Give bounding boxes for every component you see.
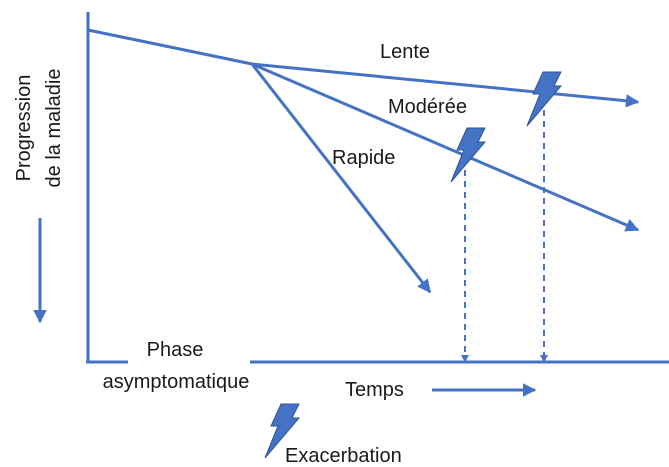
moderate-trajectory-label: Modérée — [388, 96, 467, 118]
phase-label-line1: Phase — [147, 339, 204, 361]
rapid-trajectory-arrow — [250, 63, 432, 294]
slow-trajectory-label: Lente — [380, 41, 430, 63]
moderate-trajectory-arrow — [251, 62, 640, 232]
lightning-bolt-icon — [526, 71, 563, 127]
slow-trajectory-arrow — [251, 62, 640, 108]
initial-decline-line — [87, 28, 253, 66]
exacerbation-legend-label: Exacerbation — [285, 445, 402, 467]
y-axis-label-line2: de la maladie — [43, 69, 65, 188]
lightning-bolt-icon — [264, 403, 301, 459]
lightning-bolt-icon — [450, 127, 487, 183]
phase-label-line2: asymptomatique — [103, 371, 250, 393]
rapid-trajectory-label: Rapide — [332, 147, 395, 169]
y-axis-label-line1: Progression — [13, 75, 35, 182]
x-axis-label: Temps — [345, 379, 404, 401]
